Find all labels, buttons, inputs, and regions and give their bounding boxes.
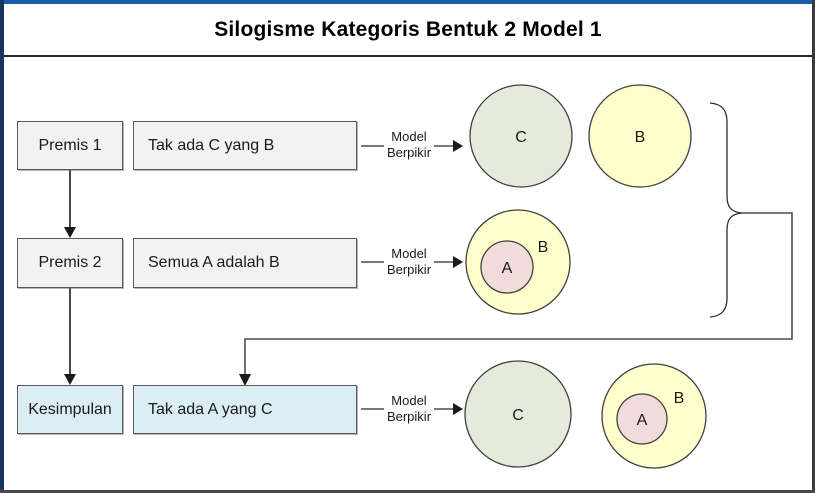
- frame-border-left: [0, 0, 4, 493]
- frame-border-top: [0, 0, 815, 4]
- arrowhead-down-icon: [64, 374, 76, 385]
- circle-b-label: B: [635, 129, 646, 146]
- model-berpikir-label-row1: Model Berpikir: [377, 129, 441, 161]
- circle-a-label: A: [637, 412, 648, 429]
- venn-row2: B A: [465, 209, 571, 315]
- circle-a-row3: [616, 393, 668, 445]
- title-bar: Silogisme Kategoris Bentuk 2 Model 1: [4, 4, 812, 57]
- premis1-label: Premis 1: [38, 136, 102, 154]
- premis2-label: Premis 2: [38, 254, 102, 271]
- premis1-label-box: Premis 1: [17, 121, 123, 170]
- page-title: Silogisme Kategoris Bentuk 2 Model 1: [214, 17, 602, 41]
- arrowhead-right-icon: [453, 256, 463, 268]
- circle-c-label: C: [512, 407, 524, 424]
- model-berpikir-label-row3: Model Berpikir: [377, 393, 441, 425]
- kesimpulan-label: Kesimpulan: [28, 400, 112, 418]
- arrowhead-down-icon: [64, 227, 76, 238]
- arrowhead-right-icon: [453, 140, 463, 152]
- venn-row1: C B: [469, 84, 692, 188]
- model-connector-lines: [361, 145, 454, 410]
- circle-c-row3: [464, 360, 572, 468]
- kesimpulan-statement: Tak ada A yang C: [148, 400, 273, 418]
- circle-b-row1: [588, 84, 692, 188]
- premis2-statement-box: Semua A adalah B: [133, 238, 357, 288]
- model-label-line2: Berpikir: [386, 145, 432, 160]
- venn-row3: C B A: [464, 360, 707, 469]
- model-berpikir-label-row2: Model Berpikir: [377, 246, 441, 278]
- model-label-line2: Berpikir: [386, 409, 432, 424]
- circle-b-label: B: [674, 390, 685, 407]
- circle-c-label: C: [515, 129, 527, 146]
- frame-border-bottom: [0, 490, 815, 493]
- elbow-connector-brace-to-kesimpulan: [244, 212, 793, 375]
- model-label-line1: Model: [391, 129, 427, 144]
- model-label-line1: Model: [391, 393, 427, 408]
- circle-a-label: A: [502, 260, 513, 277]
- model-label-line2: Berpikir: [386, 262, 432, 277]
- curly-brace-icon: [709, 102, 743, 318]
- premis2-label-box: Premis 2: [17, 238, 123, 288]
- kesimpulan-statement-box: Tak ada A yang C: [133, 385, 357, 434]
- circle-c-row1: [469, 84, 573, 188]
- kesimpulan-label-box: Kesimpulan: [17, 385, 123, 434]
- premis1-statement: Tak ada C yang B: [148, 136, 275, 154]
- circle-a-row2: [480, 240, 534, 294]
- model-label-line1: Model: [391, 246, 427, 261]
- premis2-statement: Semua A adalah B: [148, 254, 280, 271]
- premis1-statement-box: Tak ada C yang B: [133, 121, 357, 170]
- frame-border-right: [812, 0, 815, 493]
- arrowhead-right-icon: [453, 403, 463, 415]
- arrowhead-down-icon: [239, 374, 251, 386]
- circle-b-label: B: [538, 239, 549, 256]
